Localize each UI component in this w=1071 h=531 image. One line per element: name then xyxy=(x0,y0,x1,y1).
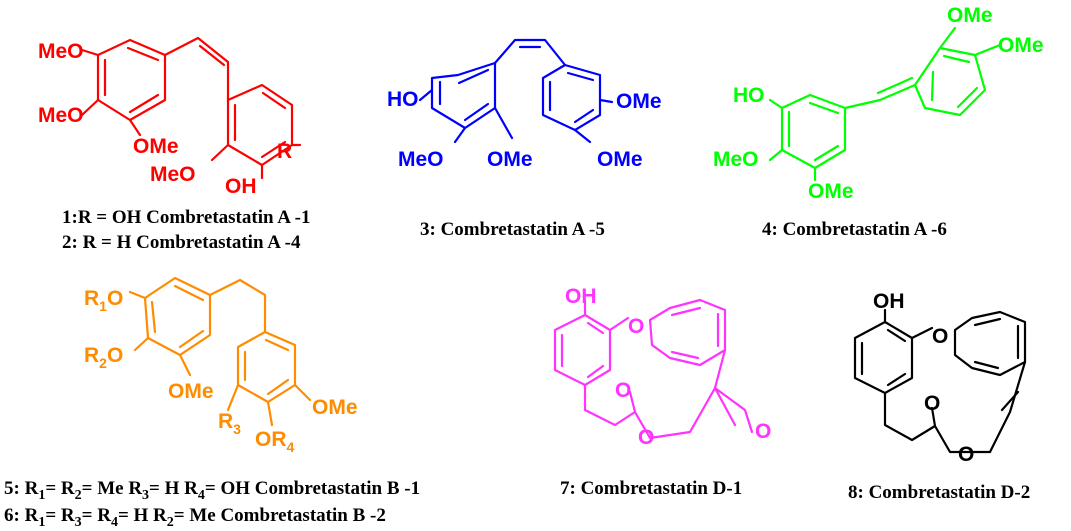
meo-mid-label: MeO xyxy=(38,104,84,127)
compound-3-bonds xyxy=(418,38,614,144)
caption-combretastatin-a5: 3: Combretastatin A -5 xyxy=(420,219,605,240)
meo-label: MeO xyxy=(713,148,759,171)
ome-left-label: OMe xyxy=(487,148,533,171)
compound-7-structure: OH O O O O xyxy=(553,285,771,449)
ome-top-label: OMe xyxy=(947,4,993,27)
carbonyl-o-label: O xyxy=(615,379,631,402)
caption-combretastatin-a6: 4: Combretastatin A -6 xyxy=(762,219,947,240)
ome-label: OMe xyxy=(133,135,179,158)
ester-o-label: O xyxy=(638,426,654,449)
meo-label: MeO xyxy=(398,148,444,171)
compound-1-2-bonds xyxy=(80,36,302,180)
r2-label: R2O xyxy=(84,344,123,371)
r3-label: R3 xyxy=(218,410,241,437)
ether-o-label: O xyxy=(932,325,948,348)
oh-label: OH xyxy=(873,290,905,313)
ome-right-label: OMe xyxy=(998,34,1044,57)
caption-combretastatin-d2: 8: Combretastatin D-2 xyxy=(848,482,1030,503)
compound-5-6-bonds xyxy=(128,276,312,427)
ome-bottom-label: OMe xyxy=(597,148,643,171)
epoxide-o-label: O xyxy=(755,420,771,443)
or4-label: OR4 xyxy=(255,428,295,455)
meo-top-label: MeO xyxy=(38,40,84,63)
compound-8-structure: OH O O O xyxy=(853,290,1027,466)
compound-4-structure: OMe OMe HO MeO OMe xyxy=(713,4,1044,203)
ome-label: OMe xyxy=(168,380,214,403)
caption-combretastatin-a1: 1:R = OH Combretastatin A -1 xyxy=(62,207,311,228)
caption-combretastatin-d1: 7: Combretastatin D-1 xyxy=(560,478,742,499)
ome-bottom-label: OMe xyxy=(808,180,854,203)
carbonyl-o-label: O xyxy=(924,392,940,415)
compound-7-bonds xyxy=(553,298,754,440)
ester-o-label: O xyxy=(958,443,974,466)
oh-label: OH xyxy=(225,175,257,198)
ome-right-label: OMe xyxy=(312,396,358,419)
ho-label: HO xyxy=(733,84,765,107)
compound-5-6-structure: R1O R2O OMe OMe R3 OR4 xyxy=(84,276,358,455)
compound-8-bonds xyxy=(853,308,1027,454)
oh-label: OH xyxy=(565,285,597,308)
caption-combretastatin-b2: 6: R1= R3= R4= H R2= Me Combretastatin B… xyxy=(4,505,386,530)
compound-3-structure: HO OMe MeO OMe OMe xyxy=(387,38,662,171)
ome-right-label: OMe xyxy=(616,90,662,113)
caption-combretastatin-a4: 2: R = H Combretastatin A -4 xyxy=(62,232,301,253)
compound-1-2-structure: MeO MeO OMe MeO OH R xyxy=(38,36,302,198)
ho-label: HO xyxy=(387,88,419,111)
compound-4-bonds xyxy=(768,26,1002,182)
caption-combretastatin-b1: 5: R1= R2= Me R3= H R4= OH Combretastati… xyxy=(4,478,420,503)
ether-o-label: O xyxy=(628,315,644,338)
r-group-label: R xyxy=(277,140,292,163)
meo-low-label: MeO xyxy=(150,163,196,186)
r1-label: R1O xyxy=(84,287,123,314)
